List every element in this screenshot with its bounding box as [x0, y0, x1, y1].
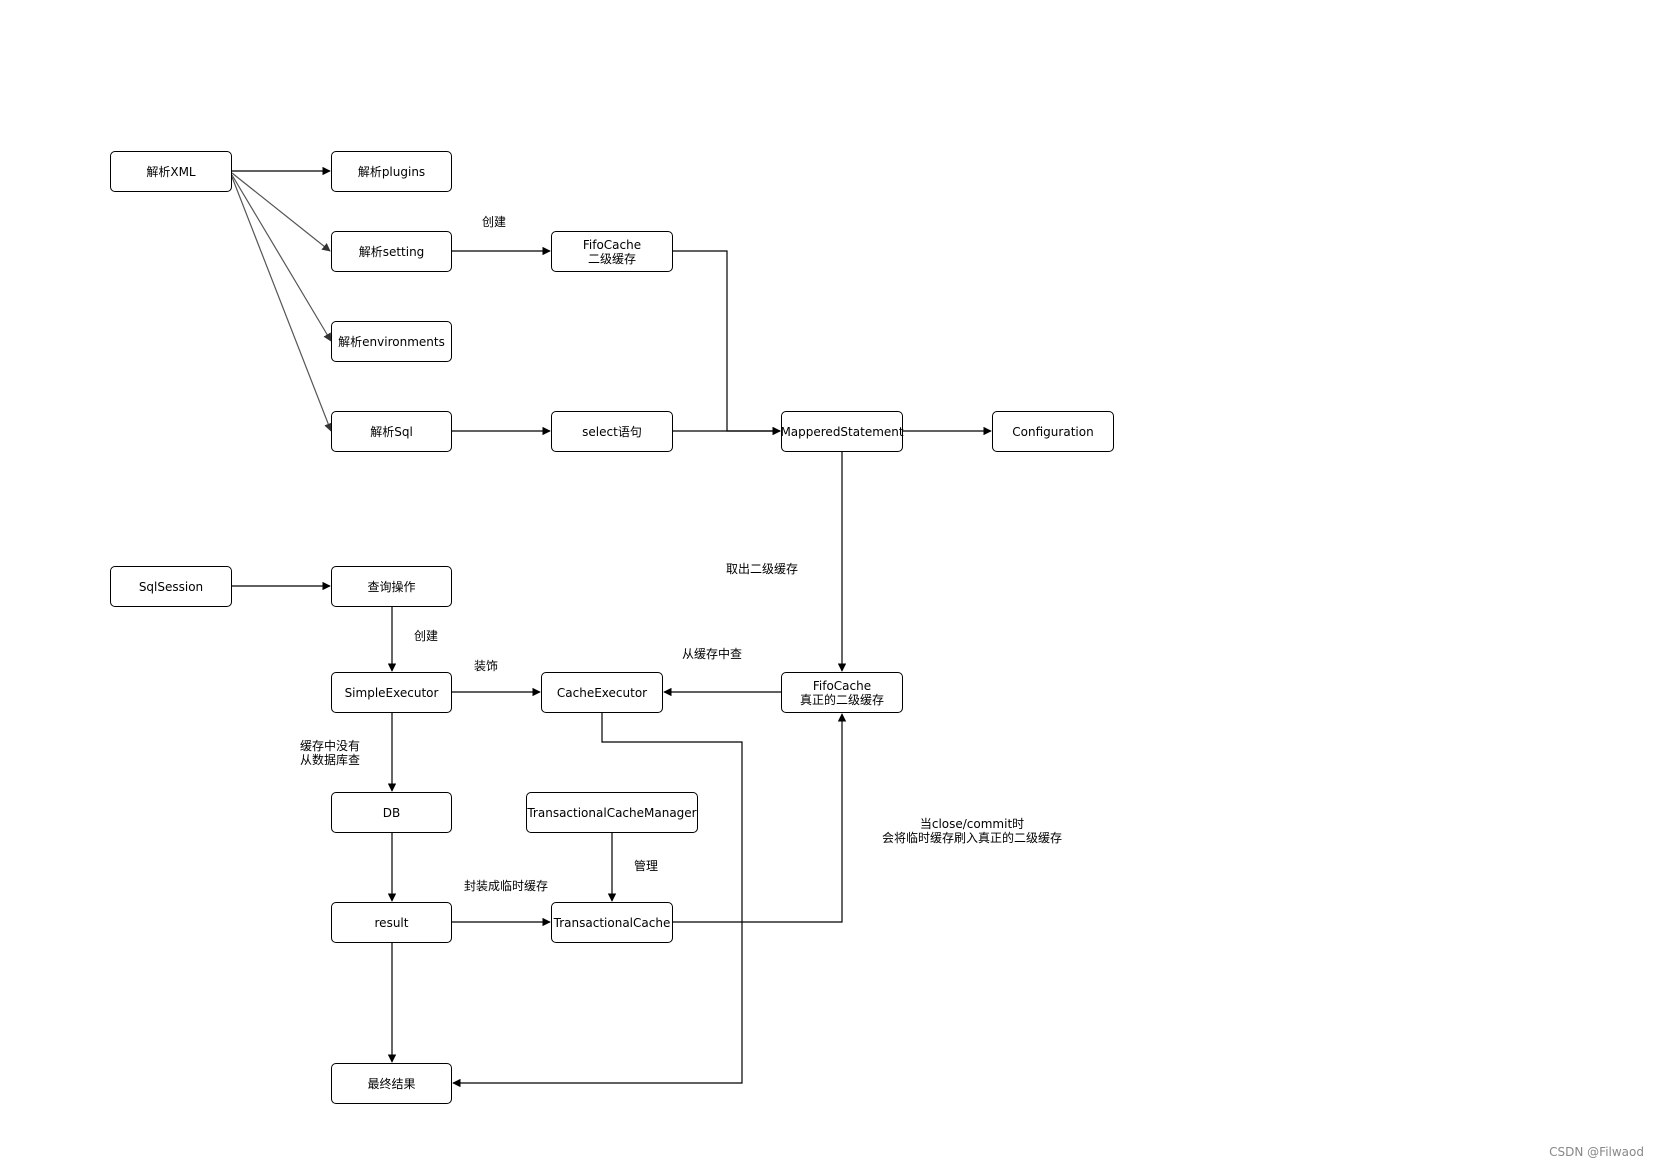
edge-xml-setting: [231, 172, 331, 252]
watermark: CSDN @Filwaod: [1549, 1145, 1644, 1159]
node-parse-plugins: 解析plugins: [331, 151, 452, 192]
label-wrap-temp: 封装成临时缓存: [464, 879, 549, 893]
node-cache-executor: CacheExecutor: [541, 672, 663, 713]
label-on-commit: 当close/commit时 会将临时缓存刷入真正的二级缓存: [882, 817, 1063, 845]
edge-cacheexecutor-final: [452, 712, 743, 1088]
node-configuration: Configuration: [992, 411, 1114, 452]
label-decorate: 装饰: [474, 659, 499, 673]
node-query-operation: 查询操作: [331, 566, 452, 607]
edge-fifocache-mapped: [672, 250, 781, 436]
edge-xml-sql: [231, 176, 333, 432]
node-result: result: [331, 902, 452, 943]
label-no-cache: 缓存中没有 从数据库查: [300, 739, 361, 767]
node-mapped-statement: MapperedStatement: [780, 411, 904, 452]
node-fifocache-top: FifoCache 二级缓存: [551, 231, 673, 272]
label-query-from-cache: 从缓存中查: [682, 647, 743, 661]
node-select-statement: select语句: [551, 411, 673, 452]
node-tx-cache-manager: TransactionalCacheManager: [526, 792, 698, 833]
node-tx-cache: TransactionalCache: [551, 902, 673, 943]
node-parse-xml: 解析XML: [110, 151, 232, 192]
node-sql-session: SqlSession: [110, 566, 232, 607]
label-manage: 管理: [634, 859, 659, 873]
node-db: DB: [331, 792, 452, 833]
node-parse-environments: 解析environments: [331, 321, 452, 362]
node-parse-setting: 解析setting: [331, 231, 452, 272]
node-parse-sql: 解析Sql: [331, 411, 452, 452]
edge-txcache-fifocache-real: [672, 713, 847, 923]
label-create-bottom: 创建: [414, 629, 439, 643]
node-simple-executor: SimpleExecutor: [331, 672, 452, 713]
label-create-top: 创建: [482, 215, 507, 229]
node-final-result: 最终结果: [331, 1063, 452, 1104]
label-take-out: 取出二级缓存: [726, 562, 799, 576]
node-fifocache-real: FifoCache 真正的二级缓存: [781, 672, 903, 713]
edge-xml-environments: [231, 174, 332, 342]
